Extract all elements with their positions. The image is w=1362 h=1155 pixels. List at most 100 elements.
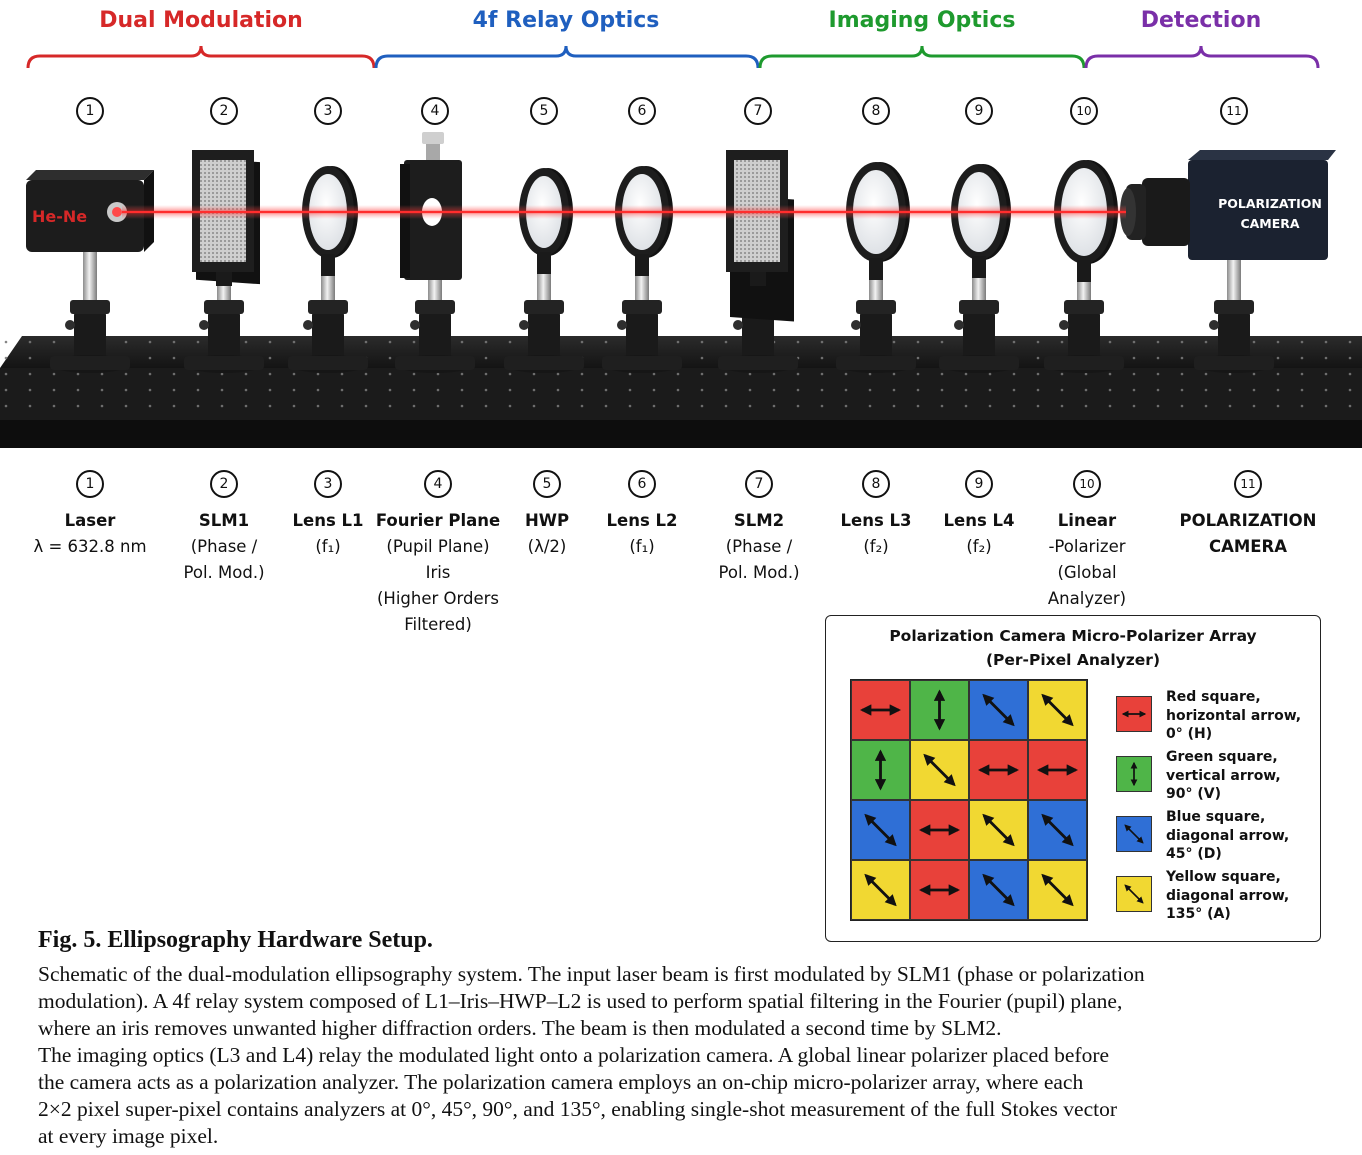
component-number: 3 bbox=[314, 97, 342, 125]
component-name: Fourier Plane bbox=[375, 511, 501, 530]
component-description: (f₂) bbox=[863, 537, 889, 556]
caption-line: The imaging optics (L3 and L4) relay the… bbox=[38, 1043, 1110, 1067]
legend-swatch bbox=[1116, 696, 1152, 732]
component-label: HWP(λ/2) bbox=[525, 508, 569, 560]
component-number: 8 bbox=[862, 470, 890, 498]
pixel-cell bbox=[1028, 680, 1087, 740]
laser-beam bbox=[122, 205, 1126, 219]
polarization-arrow-icon bbox=[923, 753, 956, 787]
pixel-cell bbox=[910, 740, 969, 800]
component-number: 2 bbox=[210, 97, 238, 125]
component-description: (Global bbox=[1057, 563, 1117, 582]
section-brace bbox=[374, 45, 760, 69]
legend-swatch bbox=[1116, 816, 1152, 852]
component-description: Pol. Mod.) bbox=[183, 563, 265, 582]
section-label: Imaging Optics bbox=[828, 8, 1016, 33]
legend-item: Green square,vertical arrow,90° (V) bbox=[1116, 748, 1306, 808]
micro-polarizer-title: Polarization Camera Micro-Polarizer Arra… bbox=[826, 624, 1320, 672]
lens-l4-device bbox=[939, 164, 1019, 373]
component-name: SLM2 bbox=[733, 511, 785, 530]
component-label: Lens L2(f₁) bbox=[606, 508, 677, 560]
polarization-arrow-icon bbox=[1036, 764, 1079, 776]
polarization-arrow-icon bbox=[982, 813, 1015, 847]
component-number: 5 bbox=[530, 97, 558, 125]
polarization-arrow-icon bbox=[918, 824, 961, 836]
component-number: 5 bbox=[533, 470, 561, 498]
component-number: 1 bbox=[76, 97, 104, 125]
pixel-cell bbox=[969, 860, 1028, 920]
component-label: Fourier Plane(Pupil Plane)Iris(Higher Or… bbox=[376, 508, 500, 638]
caption-line: modulation). A 4f relay system composed … bbox=[38, 989, 1123, 1013]
pixel-cell bbox=[851, 680, 910, 740]
micro-polarizer-title-line1: Polarization Camera Micro-Polarizer Arra… bbox=[889, 627, 1257, 645]
polarization-arrow-icon bbox=[982, 873, 1015, 907]
component-number: 7 bbox=[744, 97, 772, 125]
component-label: Lens L1(f₁) bbox=[292, 508, 363, 560]
component-number: 6 bbox=[628, 470, 656, 498]
component-description: (Phase / bbox=[190, 537, 258, 556]
micro-polarizer-panel: Polarization Camera Micro-Polarizer Arra… bbox=[825, 615, 1321, 942]
pixel-cell bbox=[1028, 800, 1087, 860]
component-description: λ = 632.8 nm bbox=[33, 537, 147, 556]
polarization-arrow-icon bbox=[1124, 824, 1144, 844]
hwp-device bbox=[504, 168, 584, 373]
component-description: Pol. Mod.) bbox=[718, 563, 800, 582]
pixel-cell bbox=[969, 800, 1028, 860]
pixel-cell bbox=[851, 800, 910, 860]
pixel-cell bbox=[969, 740, 1028, 800]
component-description: Iris bbox=[425, 563, 451, 582]
caption-line: 2×2 pixel super-pixel contains analyzers… bbox=[38, 1097, 1118, 1121]
component-description: (Phase / bbox=[725, 537, 793, 556]
section-brace bbox=[1084, 45, 1320, 69]
component-label: Lens L4(f₂) bbox=[943, 508, 1014, 560]
component-name: HWP bbox=[524, 511, 570, 530]
component-name: POLARIZATION bbox=[1179, 511, 1317, 530]
legend-swatch bbox=[1116, 876, 1152, 912]
camera-body-label-line1: POLARIZATION bbox=[1218, 196, 1322, 211]
pixel-cell bbox=[1028, 740, 1087, 800]
section-braces bbox=[26, 45, 1320, 69]
component-description: (f₁) bbox=[629, 537, 655, 556]
polarization-arrow-icon bbox=[859, 704, 902, 716]
legend-text: Green square,vertical arrow,90° (V) bbox=[1166, 749, 1281, 802]
legend-item: Blue square,diagonal arrow,45° (D) bbox=[1116, 808, 1306, 868]
polarization-arrow-icon bbox=[933, 689, 946, 731]
optical-table bbox=[0, 336, 1362, 448]
component-number: 11 bbox=[1234, 470, 1262, 498]
micro-polarizer-title-line2: (Per-Pixel Analyzer) bbox=[985, 651, 1161, 669]
polarization-arrow-icon bbox=[982, 693, 1015, 727]
component-number: 10 bbox=[1073, 470, 1101, 498]
legend-text: Red square,horizontal arrow,0° (H) bbox=[1166, 689, 1302, 742]
component-number: 4 bbox=[424, 470, 452, 498]
caption-line: where an iris removes unwanted higher di… bbox=[38, 1016, 1002, 1040]
component-number: 11 bbox=[1220, 97, 1248, 125]
component-number: 9 bbox=[965, 97, 993, 125]
component-number: 10 bbox=[1070, 97, 1098, 125]
component-description: (Higher Orders bbox=[376, 589, 500, 608]
legend-text: Blue square,diagonal arrow,45° (D) bbox=[1166, 809, 1290, 862]
component-description: -Polarizer bbox=[1048, 537, 1126, 556]
caption-body: Schematic of the dual-modulation ellipso… bbox=[38, 961, 1338, 1150]
component-description: (f₁) bbox=[315, 537, 341, 556]
camera-body-label-line2: CAMERA bbox=[1240, 216, 1299, 231]
component-number: 6 bbox=[628, 97, 656, 125]
legend-text: Yellow square,diagonal arrow,135° (A) bbox=[1166, 869, 1290, 922]
component-label: SLM1 (Phase / Pol. Mod.) bbox=[183, 508, 264, 586]
component-number: 1 bbox=[76, 470, 104, 498]
micro-polarizer-grid bbox=[850, 679, 1088, 921]
legend-item: Yellow square,diagonal arrow,135° (A) bbox=[1116, 868, 1306, 928]
polarization-arrow-icon bbox=[1041, 873, 1074, 907]
iris-device bbox=[395, 132, 475, 373]
component-name: SLM1 bbox=[198, 511, 250, 530]
pixel-cell bbox=[910, 860, 969, 920]
pixel-cell bbox=[851, 860, 910, 920]
pixel-cell bbox=[910, 800, 969, 860]
component-number: 3 bbox=[314, 470, 342, 498]
polarization-arrow-icon bbox=[918, 884, 961, 896]
section-label: Dual Modulation bbox=[99, 8, 303, 33]
polarization-arrow-icon bbox=[864, 873, 897, 907]
legend-item: Red square,horizontal arrow,0° (H) bbox=[1116, 688, 1306, 748]
